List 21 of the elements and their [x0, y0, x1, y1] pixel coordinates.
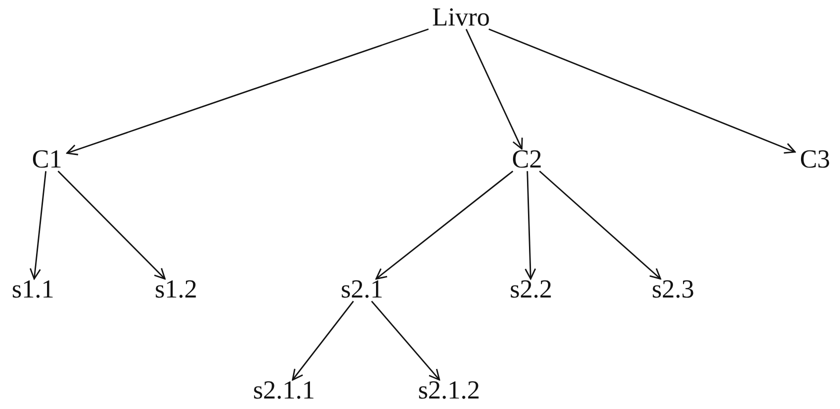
arrow	[371, 300, 440, 381]
node-label: s1.1	[10, 276, 56, 304]
arrow	[488, 28, 796, 154]
arrow	[30, 171, 46, 280]
node-label: s1.2	[152, 276, 200, 304]
arrow	[58, 170, 166, 280]
node-label: C1	[30, 146, 64, 174]
node-label: s2.1.2	[416, 376, 482, 406]
arrow	[66, 28, 429, 156]
node-label: C2	[510, 146, 544, 174]
arrow	[292, 300, 354, 381]
node-label: C3	[798, 146, 832, 174]
node-label: Livro	[430, 4, 492, 32]
arrow	[375, 170, 514, 280]
arrow	[539, 170, 662, 280]
arrow	[524, 171, 536, 280]
node-label: s2.1.1	[250, 376, 318, 406]
arrow	[466, 28, 523, 150]
node-label: s2.3	[650, 276, 696, 304]
node-label: s2.1	[338, 276, 386, 304]
node-label: s2.2	[508, 276, 554, 304]
